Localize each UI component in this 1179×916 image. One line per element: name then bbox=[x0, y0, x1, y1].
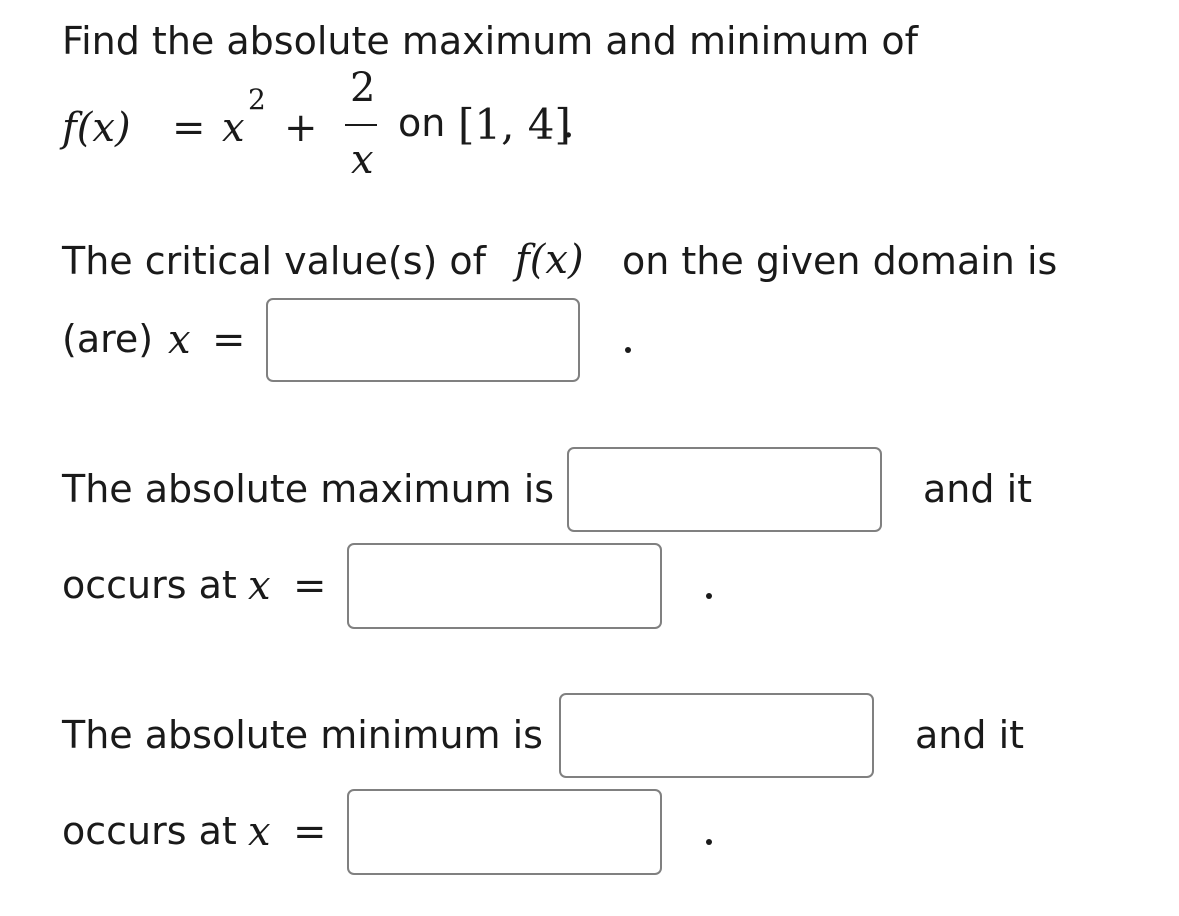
min-value-input[interactable] bbox=[561, 695, 872, 776]
interval: [1, 4] bbox=[458, 100, 571, 149]
on-word: on bbox=[398, 101, 446, 145]
critical-are: (are) bbox=[62, 317, 154, 361]
max-x-input[interactable] bbox=[349, 545, 660, 627]
min-occurs-at: occurs at bbox=[62, 809, 237, 853]
max-x-input-box[interactable] bbox=[347, 543, 662, 629]
equals-sign: = bbox=[172, 105, 206, 151]
period-dot bbox=[625, 347, 631, 353]
term-x: x bbox=[222, 105, 245, 151]
min-var: x bbox=[248, 809, 271, 855]
fraction-bar bbox=[345, 124, 377, 126]
min-x-input-box[interactable] bbox=[347, 789, 662, 875]
min-and-it: and it bbox=[915, 713, 1025, 757]
min-value-input-box[interactable] bbox=[559, 693, 874, 778]
max-and-it: and it bbox=[923, 467, 1033, 511]
critical-var: x bbox=[168, 317, 191, 363]
min-label: The absolute minimum is bbox=[62, 713, 543, 757]
problem-intro: Find the absolute maximum and minimum of bbox=[62, 19, 918, 63]
fraction-denominator: x bbox=[351, 137, 374, 183]
exponent: 2 bbox=[248, 83, 266, 116]
period: . bbox=[562, 101, 575, 147]
min-equals: = bbox=[293, 809, 327, 855]
max-value-input-box[interactable] bbox=[567, 447, 882, 532]
period-dot bbox=[706, 839, 712, 845]
plus-sign: + bbox=[284, 105, 318, 151]
max-var: x bbox=[248, 563, 271, 609]
critical-value-input-box[interactable] bbox=[266, 298, 580, 382]
min-x-input[interactable] bbox=[349, 791, 660, 873]
max-occurs-at: occurs at bbox=[62, 563, 237, 607]
fraction-numerator: 2 bbox=[350, 65, 376, 111]
max-label: The absolute maximum is bbox=[62, 467, 555, 511]
critical-fx: f(x) bbox=[515, 237, 584, 283]
max-value-input[interactable] bbox=[569, 449, 880, 530]
critical-equals: = bbox=[212, 317, 246, 363]
function-lhs: f(x) bbox=[62, 105, 131, 151]
max-equals: = bbox=[293, 563, 327, 609]
critical-text-post: on the given domain is bbox=[622, 239, 1058, 283]
critical-value-input[interactable] bbox=[268, 300, 578, 380]
period-dot bbox=[706, 593, 712, 599]
critical-text-pre: The critical value(s) of bbox=[62, 239, 487, 283]
